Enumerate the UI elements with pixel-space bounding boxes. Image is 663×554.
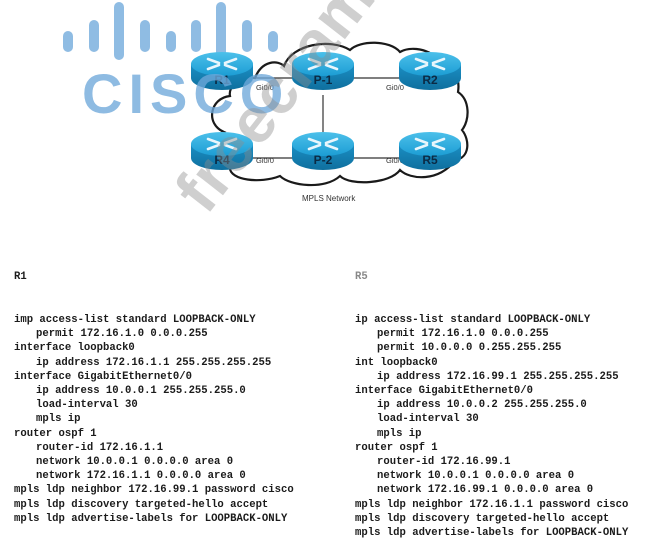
if-label-p2-r5: Gi0/0 (386, 156, 404, 165)
router-arrows-icon (206, 137, 238, 151)
config-line: permit 10.0.0.0 0.255.255.255 (377, 342, 562, 355)
config-line: mpls ldp discovery targeted-hello accept (14, 498, 269, 511)
config-line: permit 172.16.1.0 0.0.0.255 (377, 328, 549, 341)
r5-config-title: R5 (355, 271, 368, 284)
router-p2: P-2 (292, 132, 354, 170)
config-line: router-id 172.16.1.1 (36, 441, 164, 454)
config-line: ip access-list standard LOOPBACK-ONLY (355, 314, 591, 327)
config-line: network 172.16.99.1 0.0.0.0 area 0 (377, 484, 594, 497)
config-line: int loopback0 (355, 356, 438, 369)
router-label: R4 (214, 153, 230, 167)
router-r5: R5 (399, 132, 461, 170)
if-label-r1-p1: Gi0/0 (256, 83, 274, 92)
router-label: P-1 (314, 73, 333, 87)
router-label: R2 (422, 73, 438, 87)
config-line: permit 172.16.1.0 0.0.0.255 (36, 328, 208, 341)
config-line: interface GigabitEthernet0/0 (14, 370, 193, 383)
config-line: network 10.0.0.1 0.0.0.0 area 0 (36, 456, 234, 469)
router-arrows-icon (307, 137, 339, 151)
config-line: router-id 172.16.99.1 (377, 456, 511, 469)
router-arrows-icon (206, 57, 238, 71)
cisco-logo-bars (63, 2, 278, 60)
router-label: R1 (214, 73, 230, 87)
links (250, 77, 402, 159)
router-r2: R2 (399, 52, 461, 90)
if-label-r4-p2: Gi0/0 (256, 156, 274, 165)
config-line: ip address 172.16.1.1 255.255.255.255 (36, 356, 272, 369)
config-line: mpls ldp neighbor 172.16.99.1 password c… (14, 484, 294, 497)
router-arrows-icon (414, 137, 446, 151)
config-line: load-interval 30 (377, 413, 479, 426)
config-line: ip address 10.0.0.1 255.255.255.0 (36, 385, 246, 398)
r5-config: R5 ip access-list standard LOOPBACK-ONLY… (355, 242, 628, 554)
config-line: ip address 10.0.0.2 255.255.255.0 (377, 399, 587, 412)
cloud-label: MPLS Network (302, 194, 356, 203)
config-line: interface loopback0 (14, 342, 135, 355)
router-r1: R1 (191, 52, 253, 90)
router-arrows-icon (307, 57, 339, 71)
config-line: imp access-list standard LOOPBACK-ONLY (14, 314, 256, 327)
cisco-logo-text: CISCO (82, 62, 289, 125)
config-line: load-interval 30 (36, 399, 138, 412)
r1-config: R1 imp access-list standard LOOPBACK-ONL… (14, 242, 294, 540)
config-line: router ospf 1 (355, 441, 438, 454)
router-r4: R4 (191, 132, 253, 170)
r1-config-title: R1 (14, 271, 27, 284)
config-line: mpls ldp neighbor 172.16.1.1 password ci… (355, 498, 629, 511)
config-line: mpls ip (36, 413, 81, 426)
router-label: R5 (422, 153, 438, 167)
config-line: network 172.16.1.1 0.0.0.0 area 0 (36, 470, 246, 483)
config-line: mpls ldp discovery targeted-hello accept (355, 512, 610, 525)
config-line: mpls ldp advertise-labels for LOOPBACK-O… (14, 512, 288, 525)
router-p1: P-1 (292, 52, 354, 90)
config-line: mpls ip (377, 427, 422, 440)
router-label: P-2 (314, 153, 333, 167)
config-line: router ospf 1 (14, 427, 97, 440)
config-line: interface GigabitEthernet0/0 (355, 385, 534, 398)
if-label-p1-r2: Gi0/0 (386, 83, 404, 92)
config-line: ip address 172.16.99.1 255.255.255.255 (377, 370, 619, 383)
config-line: mpls ldp advertise-labels for LOOPBACK-O… (355, 527, 629, 540)
router-arrows-icon (414, 57, 446, 71)
config-line: network 10.0.0.1 0.0.0.0 area 0 (377, 470, 575, 483)
